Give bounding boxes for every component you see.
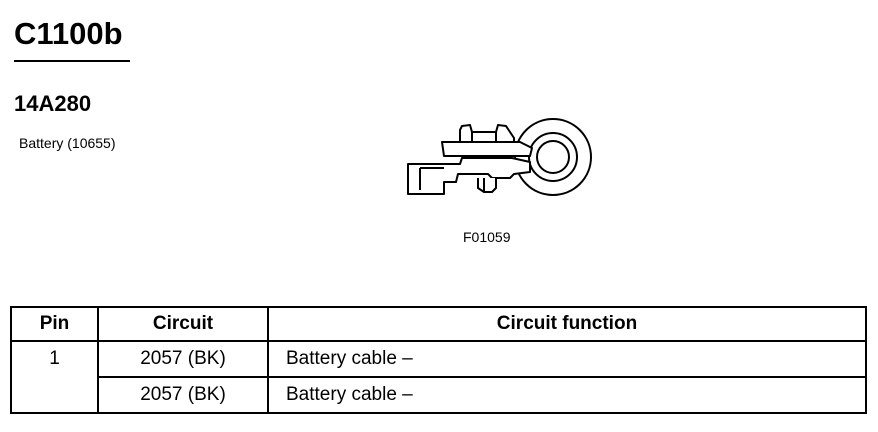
part-description: Battery (10655) — [19, 135, 116, 151]
figure-code: F01059 — [463, 229, 511, 245]
circuit-cell: 2057 (BK) — [97, 340, 269, 378]
circuit-function-cell: Battery cable – — [267, 340, 867, 378]
part-number: 14A280 — [14, 91, 92, 116]
column-header-circuit: Circuit — [97, 306, 269, 342]
pin-cell: 1 — [10, 340, 99, 414]
circuit-function-cell: Battery cable – — [267, 376, 867, 414]
circuit-cell: 2057 (BK) — [97, 376, 269, 414]
table-header-row: Pin Circuit Circuit function — [10, 306, 867, 342]
connector-id: C1100b — [14, 16, 123, 51]
table-row: 2057 (BK) Battery cable – — [11, 376, 867, 414]
title-underline — [14, 60, 130, 62]
column-header-pin: Pin — [10, 306, 99, 342]
pin-table: Pin Circuit Circuit function 1 2057 (BK)… — [10, 306, 867, 414]
battery-terminal-connector-icon — [407, 118, 592, 196]
column-header-circuit-function: Circuit function — [267, 306, 867, 342]
table-row: 1 2057 (BK) Battery cable – — [10, 340, 867, 414]
